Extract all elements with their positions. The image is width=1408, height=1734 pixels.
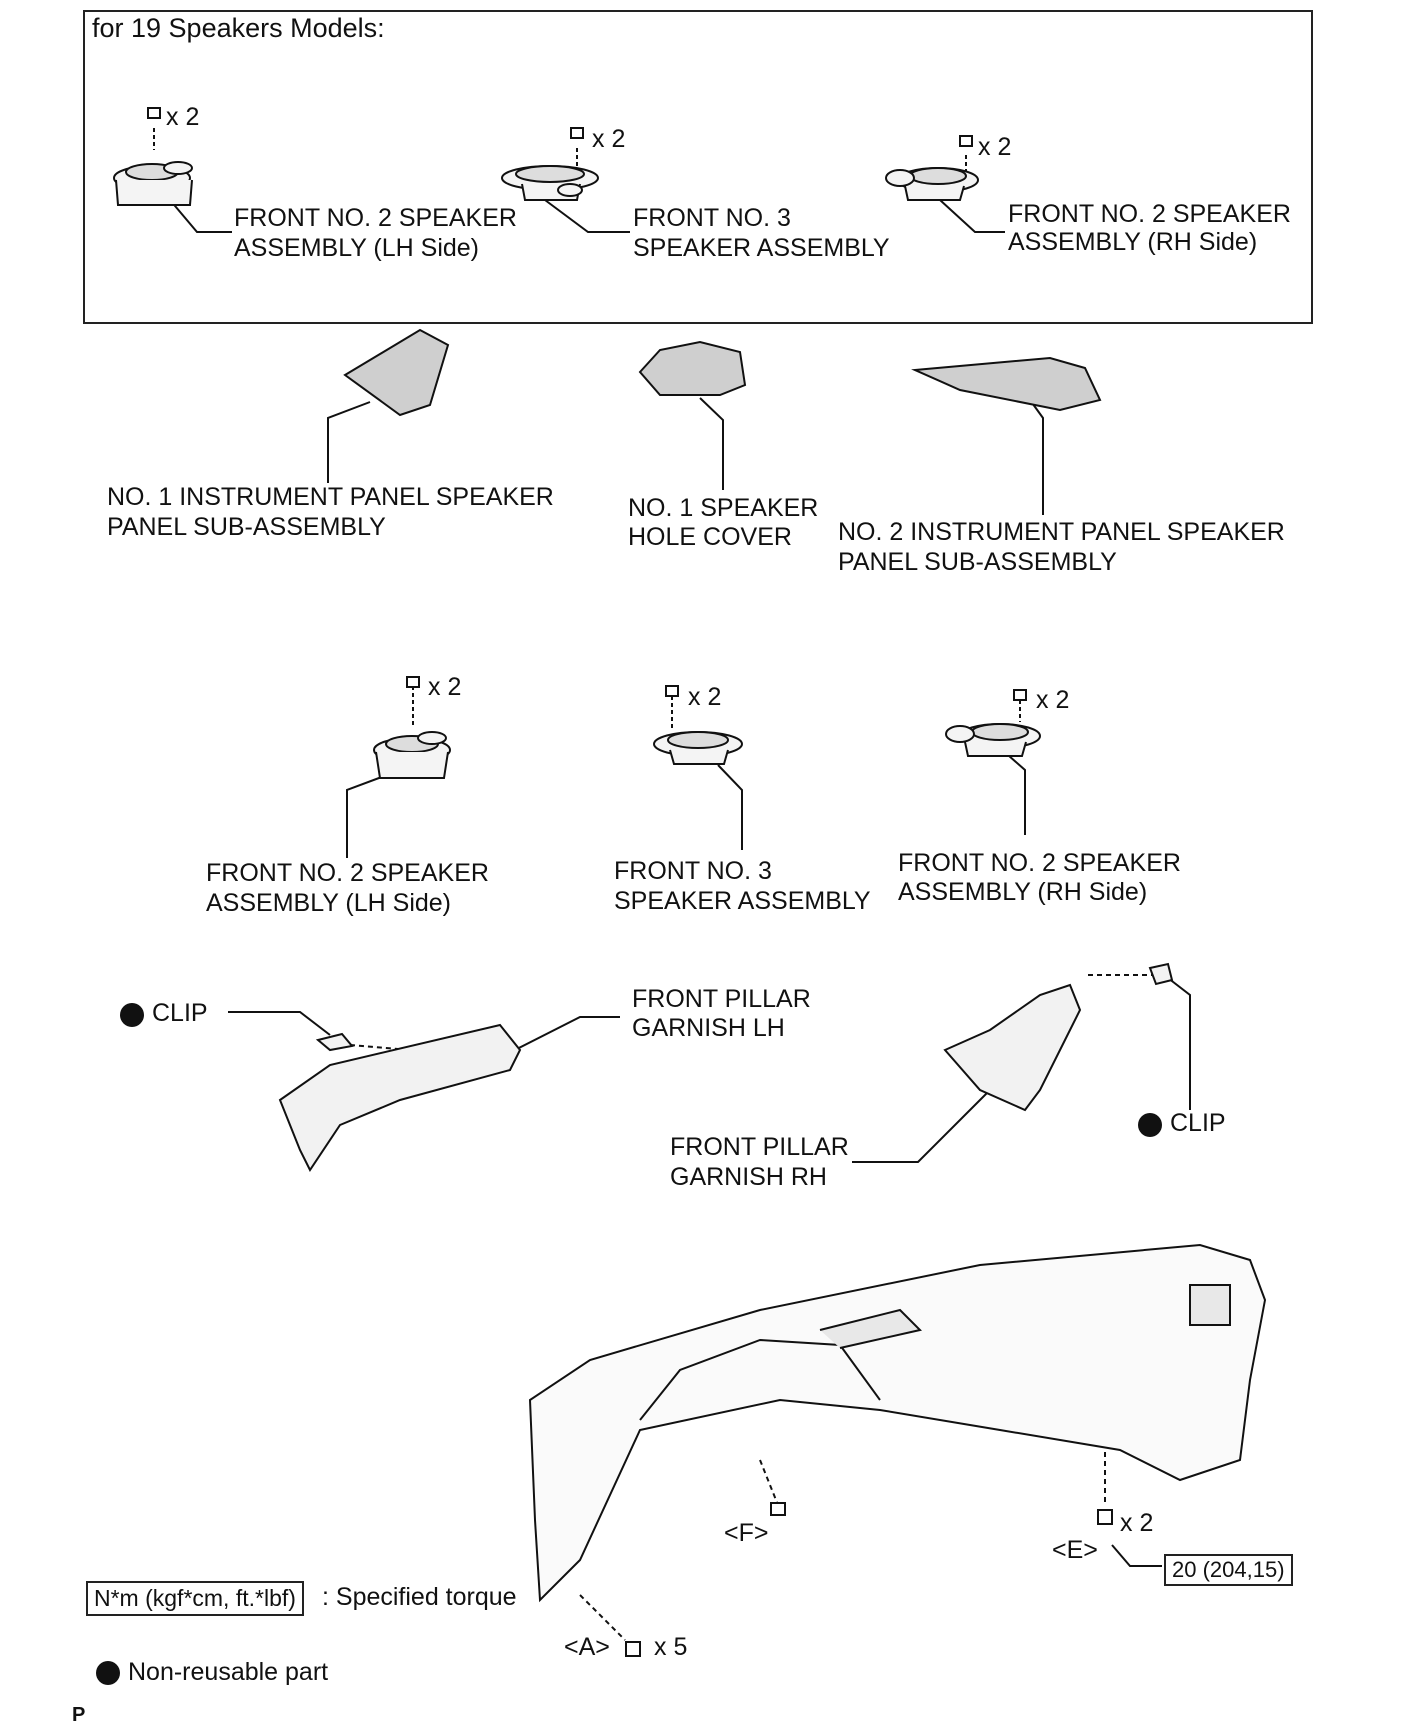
leader-clip-lh [228,1011,331,1036]
label-mid-rh-2: ASSEMBLY (RH Side) [898,878,1148,906]
group-title: for 19 Speakers Models: [92,13,385,43]
screw-icon [406,676,420,688]
pillar-lh-shape [278,1023,522,1172]
leader-top-rh [939,199,1005,233]
label-top-no3-1: FRONT NO. 3 [633,204,791,232]
label-top-lh-2: ASSEMBLY (LH Side) [234,234,480,262]
speaker-top-no3 [501,165,599,201]
nonreusable-marker-lh [120,1003,144,1027]
panel1-shape [343,328,450,417]
label-pillar-rh-2: GARNISH RH [670,1163,827,1191]
label-panel1-2: PANEL SUB-ASSEMBLY [107,513,386,541]
label-mid-rh-1: FRONT NO. 2 SPEAKER [898,849,1181,877]
leader-clip-rh [1167,977,1191,1110]
clip-lh-shape [315,1032,354,1052]
panel2-shape [911,356,1102,412]
label-top-rh-1: FRONT NO. 2 SPEAKER [1008,200,1291,228]
label-mid-lh-1: FRONT NO. 2 SPEAKER [206,859,489,887]
nut-icon [770,1502,786,1516]
leader-panel2 [1029,399,1044,515]
label-mid-lh-2: ASSEMBLY (LH Side) [206,889,452,917]
qty-mid-rh: x 2 [1036,686,1070,714]
legend-nonreusable: Non-reusable part [128,1658,329,1686]
cover-shape [638,340,747,396]
speaker-mid-lh [373,731,451,779]
screw-icon [570,127,584,139]
screw-icon [147,107,161,119]
label-clip-rh: CLIP [1170,1109,1226,1137]
legend-torque-desc: : Specified torque [322,1583,517,1611]
leader-top-no3 [544,199,630,233]
speaker-top-rh [885,167,979,201]
qty-top-no3: x 2 [592,125,626,153]
instrument-panel-shape [528,1243,1267,1603]
label-panel1-1: NO. 1 INSTRUMENT PANEL SPEAKER [107,483,554,511]
leader-top-lh [169,199,232,233]
label-mid-no3-2: SPEAKER ASSEMBLY [614,887,871,915]
label-pillar-rh-1: FRONT PILLAR [670,1133,849,1161]
legend-torque-box: N*m (kgf*cm, ft.*lbf) [86,1581,304,1616]
bolt-icon [1097,1509,1113,1525]
leader-mid-lh [346,771,396,858]
legend-nonreusable-dot [96,1661,120,1685]
marker-e: <E> [1052,1536,1098,1564]
label-panel2-1: NO. 2 INSTRUMENT PANEL SPEAKER [838,518,1285,546]
fastener-dash-f [759,1459,779,1506]
leader-mid-no3 [717,764,743,850]
label-pillar-lh-1: FRONT PILLAR [632,985,811,1013]
qty-mid-lh: x 2 [428,673,462,701]
screw-icon [1013,689,1027,701]
screw-icon [665,685,679,697]
leader-torque [1111,1544,1162,1567]
leader-cover [699,397,724,490]
fastener-dash-a [579,1594,626,1641]
label-top-lh-1: FRONT NO. 2 SPEAKER [234,204,517,232]
label-cover-1: NO. 1 SPEAKER [628,494,819,522]
label-mid-no3-1: FRONT NO. 3 [614,857,772,885]
leader-pillar-rh [852,1084,996,1163]
speaker-top-lh [113,161,193,206]
screw-icon [959,135,973,147]
leader-mid-rh [999,747,1026,835]
qty-a: x 5 [654,1633,688,1661]
qty-top-lh: x 2 [166,103,200,131]
marker-a: <A> [564,1633,610,1661]
leader-panel1 [327,401,371,483]
pillar-rh-shape [943,983,1082,1112]
label-panel2-2: PANEL SUB-ASSEMBLY [838,548,1117,576]
torque-value-box: 20 (204,15) [1164,1554,1293,1586]
qty-e: x 2 [1120,1509,1154,1537]
label-clip-lh: CLIP [152,999,208,1027]
qty-top-rh: x 2 [978,133,1012,161]
clip-rh-shape [1148,962,1174,986]
label-top-rh-2: ASSEMBLY (RH Side) [1008,228,1258,256]
label-top-no3-2: SPEAKER ASSEMBLY [633,234,890,262]
page-letter: P [72,1704,86,1726]
leader-pillar-lh [504,1016,620,1056]
speaker-mid-no3 [653,731,743,765]
marker-f: <F> [724,1519,769,1547]
label-pillar-lh-2: GARNISH LH [632,1014,785,1042]
label-cover-2: HOLE COVER [628,523,792,551]
speaker-group-box [83,10,1313,324]
speaker-mid-rh [945,723,1041,757]
bolt-icon [625,1641,641,1657]
qty-mid-no3: x 2 [688,683,722,711]
nonreusable-marker-rh [1138,1113,1162,1137]
